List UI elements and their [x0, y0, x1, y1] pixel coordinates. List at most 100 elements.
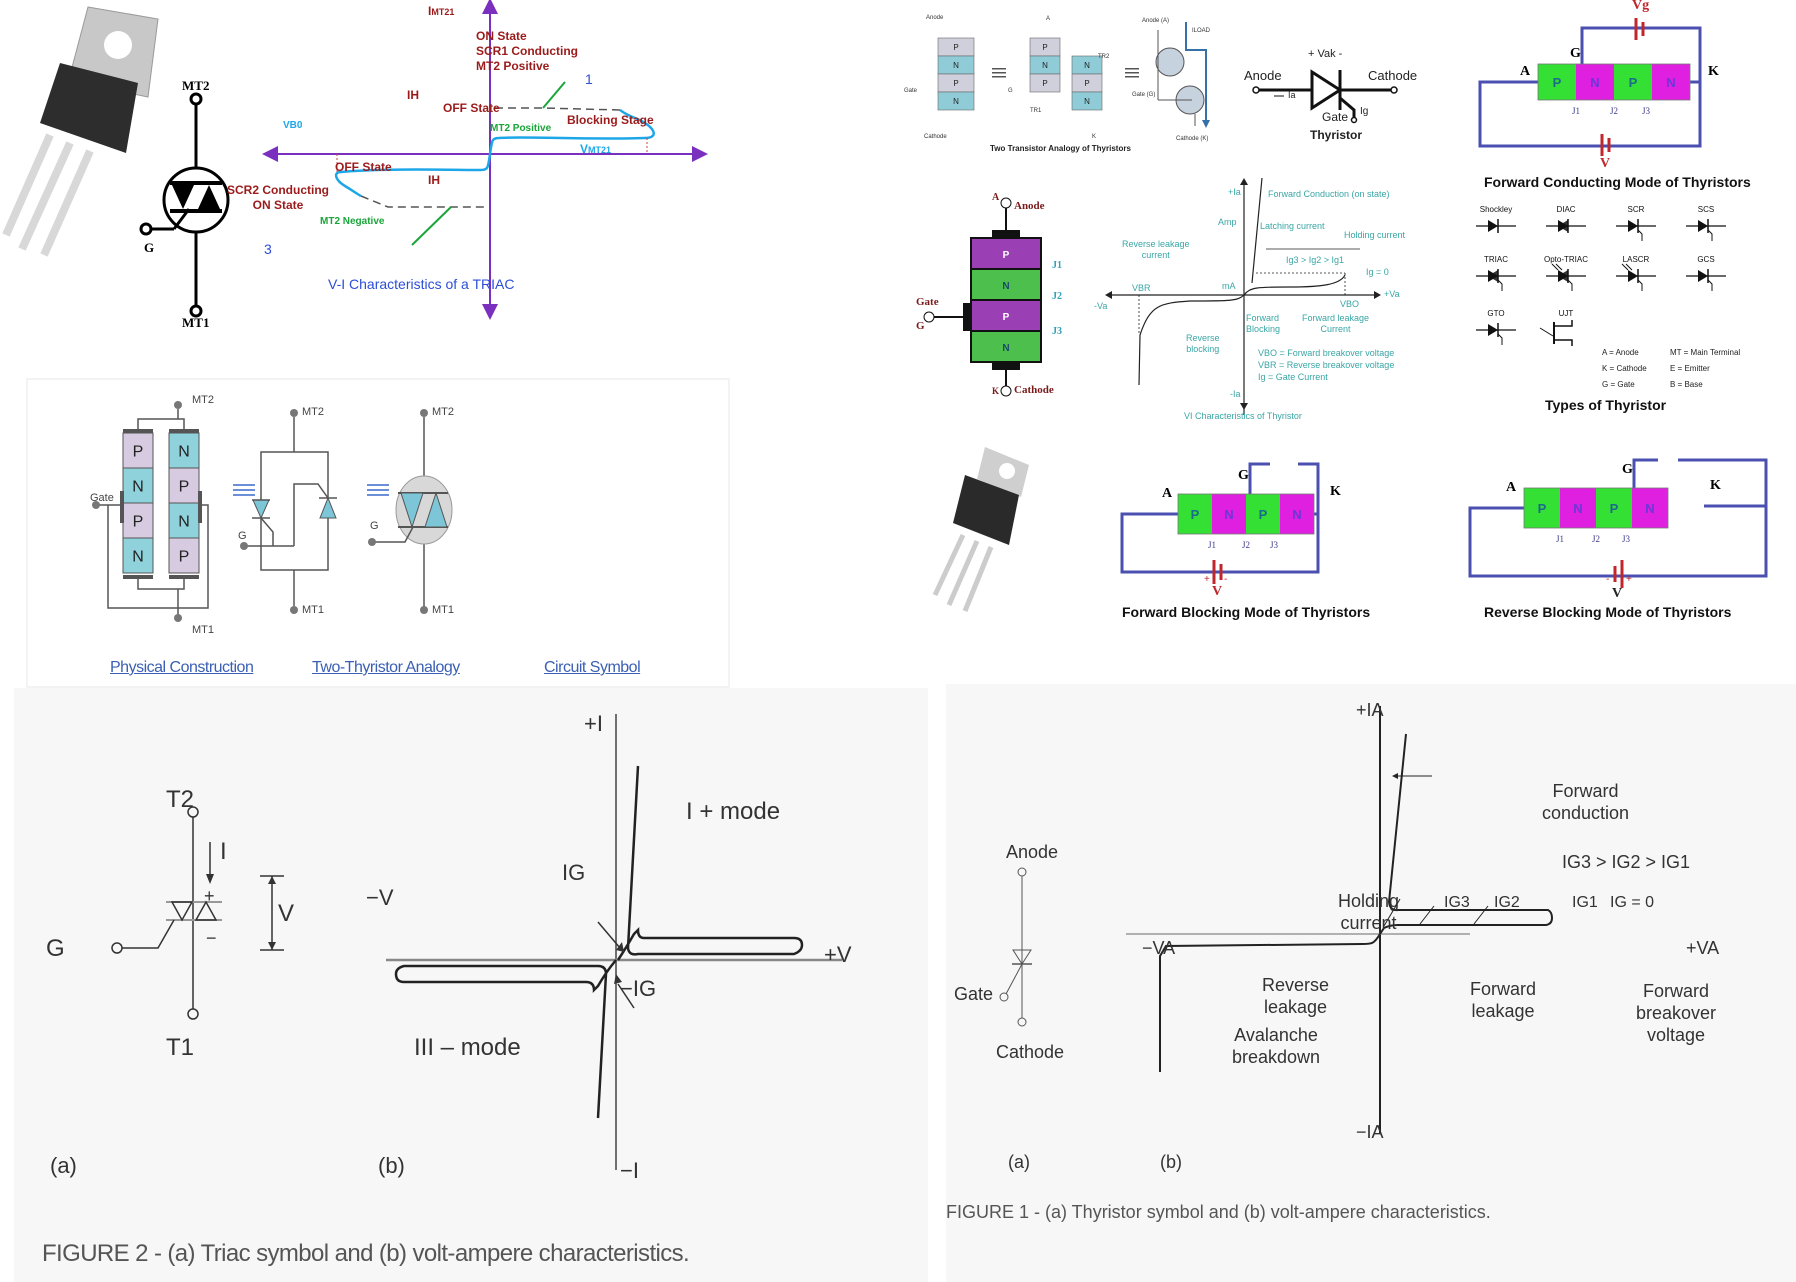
fig1-forward-conduction-line1: Forward: [1552, 781, 1619, 801]
layer-label: N: [132, 479, 144, 496]
layer-p: [1246, 494, 1280, 534]
blocking-stage-label: Blocking Stage: [567, 113, 654, 127]
thyristor-type-triac: TRIAC: [1464, 255, 1528, 294]
fig1-reverse-leakage-line1: Reverse: [1262, 975, 1330, 995]
ih-label-top: IH: [407, 88, 419, 102]
triac-vi-chart: [262, 0, 708, 320]
layer-label: P: [953, 43, 958, 52]
layer-n: [122, 537, 154, 574]
tvi-vbr: VBR: [1132, 283, 1151, 293]
layer-n: [1560, 488, 1596, 528]
y-axis-subscript: MT21: [431, 7, 455, 17]
analogy-mt1-label: MT1: [302, 604, 324, 616]
thyristor-vi-panel: +Ia -Ia +Va -Va Amp mA VBR VBO Forward C…: [1090, 175, 1440, 435]
triac-vi-title: V-I Characteristics of a TRIAC: [328, 276, 515, 292]
figure1-caption: FIGURE 1 - (a) Thyristor symbol and (b) …: [946, 1202, 1491, 1222]
tvi-minus-va: -Va: [1094, 301, 1108, 311]
thyristor-type-icon: [1546, 219, 1586, 233]
caption-circuit-symbol[interactable]: Circuit Symbol: [544, 659, 641, 676]
g-label: G: [46, 935, 65, 962]
on-state-q3-label: SCR2 Conducting ON State: [227, 183, 329, 213]
fig1-minus-va: −VA: [1142, 938, 1176, 958]
rb-a-label: A: [1506, 480, 1517, 495]
t1-text: T1: [166, 1034, 195, 1061]
plus-i-label: +I: [584, 711, 603, 736]
caption-two-thyristor-analogy[interactable]: Two-Thyristor Analogy: [312, 659, 460, 676]
tvi-forward-blocking: Forward Blocking: [1246, 313, 1280, 335]
x-axis-subscript: MT21: [588, 145, 612, 155]
fig1-avalanche-line2: breakdown: [1232, 1047, 1321, 1067]
fig1-ig-order: IG3 > IG2 > IG1: [1562, 852, 1691, 872]
fb-a-label: A: [1162, 486, 1173, 501]
curve-quadrant-3: [334, 153, 492, 198]
layer-p: [1029, 73, 1061, 93]
layer-label: P: [1259, 507, 1268, 522]
layer-label: P: [953, 79, 958, 88]
layer-p: [168, 467, 200, 504]
thyristor-type-icon: [1476, 219, 1516, 233]
layer-label: N: [1002, 343, 1009, 354]
figure1-panel: Anode Gate Cathode +IA −IA −VA +VA Forwa…: [946, 684, 1796, 1282]
ig-label: Ig: [1360, 106, 1369, 117]
mt2-positive-line: MT2 Positive: [476, 59, 550, 73]
scr2-conducting-line: SCR2 Conducting: [227, 183, 329, 197]
fc-a-label: A: [1520, 64, 1531, 79]
tvi-amp: Amp: [1218, 217, 1237, 227]
figure1-vi-chart: [1126, 706, 1554, 1134]
fb-v-label: V: [1212, 584, 1223, 599]
fig1-forward-conduction-line2: conduction: [1542, 803, 1630, 823]
layer-label: N: [1084, 97, 1090, 106]
layer-n: [122, 467, 154, 504]
layer-label: N: [1666, 75, 1675, 90]
layer-label: P: [1538, 501, 1547, 516]
vak-label: + Vak -: [1308, 48, 1343, 60]
holding-dash-top: [495, 107, 621, 111]
layer-label: P: [133, 444, 144, 461]
layer-label: P: [133, 514, 144, 531]
pnpn-gate-label: Gate: [916, 296, 939, 308]
fig1-part-b: (b): [1160, 1152, 1182, 1172]
fig1-holding-current: Holding current: [1338, 890, 1399, 934]
layer-label: N: [1224, 507, 1233, 522]
tvi-forward-leakage-line1: Forward leakage: [1302, 313, 1370, 323]
pnpn-anode-label: Anode: [1014, 200, 1045, 212]
pnpn-g-label: G: [916, 320, 925, 332]
tvi-ma: mA: [1222, 281, 1236, 291]
tta-gate-g-label: Gate (G): [1132, 92, 1156, 98]
layer-n: [168, 432, 200, 469]
tta-anode-a-label: Anode (A): [1142, 18, 1170, 24]
symbol-mt2-label: MT2: [432, 406, 454, 418]
tvi-title: VI Characteristics of Thyristor: [1184, 411, 1302, 421]
layer-label: N: [1645, 501, 1654, 516]
thyristor-type-icon: [1616, 219, 1656, 241]
scr1-conducting-line: SCR1 Conducting: [476, 44, 578, 58]
off-state-top-label: OFF State: [443, 101, 500, 115]
caption-physical-construction[interactable]: Physical Construction: [110, 659, 254, 676]
fig1-plus-ia: +IA: [1356, 700, 1384, 720]
thyristor-type-icon: [1546, 263, 1586, 291]
layer-p: [122, 432, 154, 469]
fig1-forward-leakage-line2: leakage: [1471, 1001, 1535, 1021]
fig1-ig1: IG1: [1572, 894, 1598, 911]
legend-anode: A = Anode: [1602, 348, 1639, 357]
off-state-bottom-label: OFF State: [335, 160, 392, 174]
tvi-minus-ia: -Ia: [1230, 389, 1241, 399]
fig1-reverse-leakage-line2: leakage: [1263, 997, 1328, 1017]
y-axis-label: IMT21: [428, 4, 454, 18]
junction-label: J2: [1242, 540, 1250, 550]
layer-label: N: [178, 444, 190, 461]
rb-g-label: G: [1622, 462, 1633, 477]
fig1-forward-leakage: Forward leakage: [1470, 978, 1536, 1022]
x-axis-label: VMT21: [580, 142, 611, 156]
thyristor-type-icon: [1616, 263, 1656, 291]
analogy-mt2-label: MT2: [302, 406, 324, 418]
rb-k-label: K: [1710, 478, 1721, 493]
figure2-panel: T2 T1 G I + − V +I −I −V +V IG −IG I + m…: [14, 688, 928, 1282]
fc-caption: Forward Conducting Mode of Thyristors: [1484, 174, 1751, 190]
rb-caption: Reverse Blocking Mode of Thyristors: [1484, 604, 1732, 620]
layer-label: P: [179, 549, 190, 566]
tta-gate-label: Gate: [904, 88, 918, 94]
tta-iload-label: ILOAD: [1192, 28, 1211, 34]
thyristor-type-label: LASCR: [1622, 255, 1650, 264]
